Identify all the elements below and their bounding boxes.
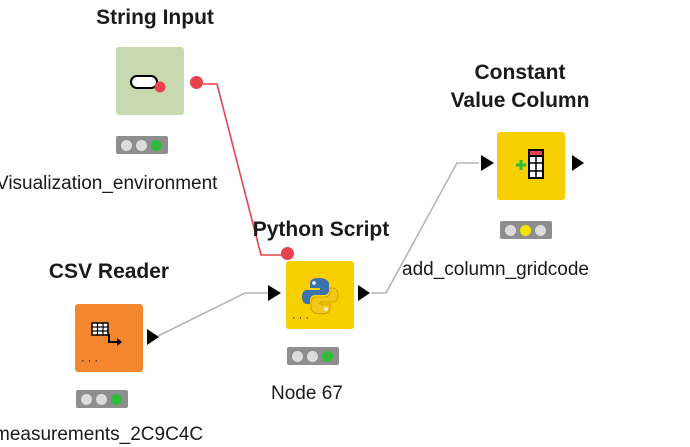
flow-variable-input-port[interactable] — [281, 247, 294, 260]
node-label-python-script[interactable]: Node 67 — [271, 383, 343, 404]
input-port-constant-value-column[interactable] — [481, 155, 494, 171]
flow-variable-output-port[interactable] — [190, 76, 203, 89]
status-indicator-python-script — [287, 347, 339, 365]
status-light-red — [121, 140, 132, 151]
dotted-indicator-icon: ··· — [292, 312, 312, 324]
output-port-constant-value-column[interactable] — [572, 155, 584, 171]
status-light-yellow — [96, 394, 107, 405]
status-light-green — [535, 225, 546, 236]
status-light-red — [81, 394, 92, 405]
title-line-1: Constant — [474, 61, 566, 84]
node-title-constant-value-column: Constant Value Column — [440, 59, 600, 115]
status-light-red — [505, 225, 516, 236]
status-indicator-string-input — [116, 136, 168, 154]
status-light-yellow — [307, 351, 318, 362]
status-indicator-csv-reader — [76, 390, 128, 408]
csv-table-icon — [91, 322, 131, 359]
status-light-red — [292, 351, 303, 362]
status-light-green — [322, 351, 333, 362]
add-column-icon — [513, 146, 551, 189]
data-connection-csv-to-python[interactable] — [157, 292, 268, 337]
output-port-csv-reader[interactable] — [147, 329, 159, 345]
input-port-python-script[interactable] — [268, 285, 281, 301]
dotted-indicator-icon: ··· — [81, 355, 101, 367]
python-icon — [300, 275, 340, 322]
node-constant-value-column[interactable] — [497, 132, 565, 200]
node-csv-reader[interactable]: ··· — [75, 304, 143, 372]
node-string-input[interactable] — [116, 47, 184, 115]
string-input-icon — [130, 73, 170, 98]
status-light-yellow — [136, 140, 147, 151]
node-title-csv-reader: CSV Reader — [48, 260, 170, 283]
node-python-script[interactable]: ··· — [286, 261, 354, 329]
status-light-green — [151, 140, 162, 151]
status-light-yellow — [520, 225, 531, 236]
output-port-python-script[interactable] — [358, 285, 370, 301]
title-line-2: Value Column — [450, 89, 590, 112]
node-title-string-input: String Input — [96, 6, 214, 29]
status-indicator-constant-value-column — [500, 221, 552, 239]
node-label-csv-reader[interactable]: measurements_2C9C4C — [0, 424, 204, 445]
status-light-green — [111, 394, 122, 405]
node-label-string-input[interactable]: Visualization_environment — [0, 173, 218, 194]
node-label-constant-value-column[interactable]: add_column_gridcode — [402, 259, 589, 280]
node-title-python-script: Python Script — [252, 218, 390, 241]
